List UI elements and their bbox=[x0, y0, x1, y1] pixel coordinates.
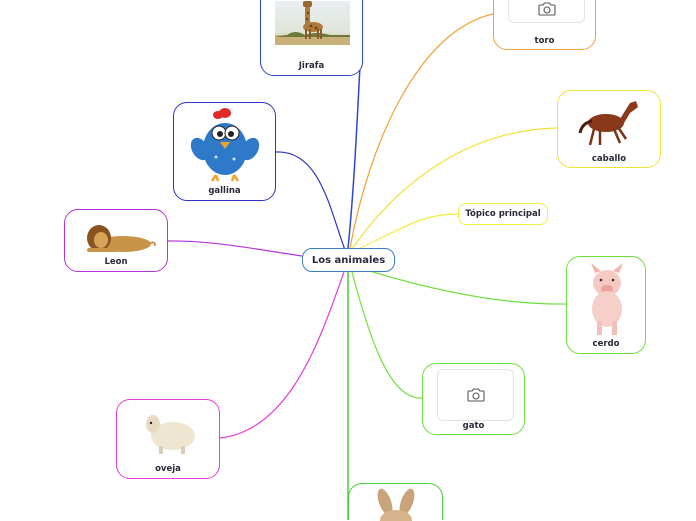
rabbit-image bbox=[363, 488, 429, 521]
node-leon-label: Leon bbox=[104, 257, 128, 267]
node-jirafa-label: Jirafa bbox=[298, 61, 325, 71]
node-leon[interactable]: Leon bbox=[64, 209, 168, 272]
chicken-cartoon-image bbox=[188, 107, 263, 183]
edge-topic bbox=[355, 213, 459, 251]
central-topic-label: Los animales bbox=[311, 254, 386, 266]
topic-node[interactable]: Tópico principal bbox=[458, 203, 548, 225]
node-cerdo[interactable]: cerdo bbox=[566, 256, 646, 354]
node-oveja-label: oveja bbox=[155, 464, 181, 474]
gato-image-placeholder bbox=[437, 369, 514, 421]
edge-caballo bbox=[351, 127, 558, 250]
edge-leon bbox=[167, 240, 303, 257]
edge-toro bbox=[349, 13, 494, 249]
camera-icon bbox=[466, 388, 485, 402]
edge-cerdo bbox=[359, 267, 567, 305]
node-jirafa[interactable]: Jirafa bbox=[260, 0, 363, 76]
camera-icon bbox=[537, 2, 556, 16]
horse-image bbox=[572, 95, 648, 149]
node-cerdo-label: cerdo bbox=[592, 339, 620, 349]
node-caballo[interactable]: caballo bbox=[557, 90, 661, 168]
node-gallina-label: gallina bbox=[208, 186, 241, 196]
node-conejo[interactable] bbox=[348, 483, 443, 521]
edge-gallina bbox=[275, 151, 346, 251]
node-gallina[interactable]: gallina bbox=[173, 102, 276, 201]
giraffe-image bbox=[275, 1, 350, 45]
sheep-image bbox=[141, 408, 197, 456]
edge-oveja bbox=[219, 271, 345, 439]
node-toro-label: toro bbox=[534, 36, 555, 46]
toro-image-placeholder bbox=[508, 0, 585, 23]
node-toro[interactable]: toro bbox=[493, 0, 596, 50]
lion-image bbox=[77, 214, 157, 256]
node-gato[interactable]: gato bbox=[422, 363, 525, 435]
node-caballo-label: caballo bbox=[591, 154, 627, 164]
node-oveja[interactable]: oveja bbox=[116, 399, 220, 479]
node-gato-label: gato bbox=[462, 421, 485, 431]
central-topic[interactable]: Los animales bbox=[302, 248, 395, 272]
edge-gato bbox=[351, 271, 423, 399]
pig-image bbox=[579, 261, 635, 339]
topic-node-label: Tópico principal bbox=[465, 209, 541, 219]
